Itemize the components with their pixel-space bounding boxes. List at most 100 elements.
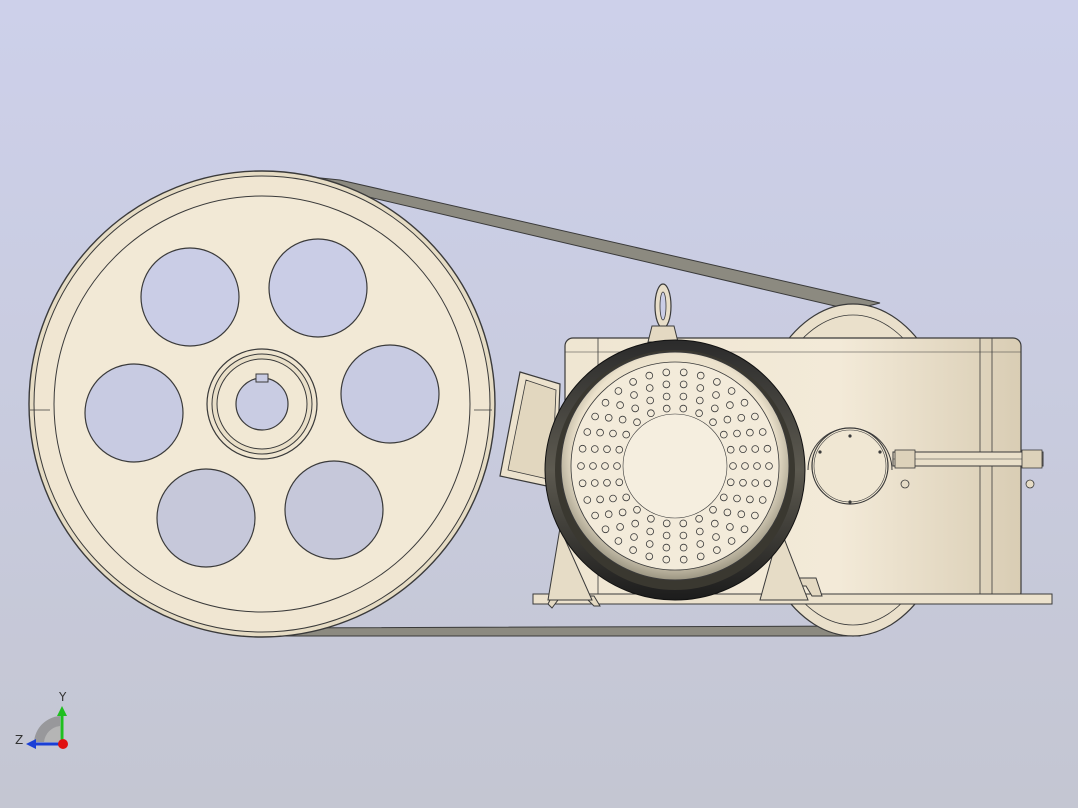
vent-hole bbox=[662, 555, 671, 564]
pulley-spoke-hole bbox=[340, 344, 440, 444]
vent-hole bbox=[726, 445, 735, 454]
vent-hole bbox=[758, 496, 767, 504]
vent-hole bbox=[696, 552, 705, 561]
vent-hole bbox=[763, 479, 772, 488]
vent-hole bbox=[603, 478, 611, 487]
vent-hole bbox=[710, 519, 719, 528]
vent-hole bbox=[583, 496, 592, 504]
vent-hole bbox=[596, 428, 604, 437]
pulley-hub[interactable] bbox=[206, 348, 318, 460]
vent-hole bbox=[646, 527, 654, 536]
vent-hole bbox=[647, 514, 655, 523]
vent-hole bbox=[601, 398, 610, 407]
vent-hole bbox=[618, 508, 627, 517]
vent-hole bbox=[746, 495, 754, 504]
vent-hole bbox=[695, 396, 704, 405]
vent-hole bbox=[739, 445, 747, 454]
view-triad-icon[interactable]: Y Z bbox=[15, 690, 68, 749]
vent-hole bbox=[629, 546, 637, 554]
vent-hole bbox=[615, 478, 624, 487]
vent-hole bbox=[614, 537, 623, 545]
vent-hole bbox=[765, 462, 773, 470]
shaft-bearing-cover[interactable] bbox=[807, 427, 893, 505]
tie-rod[interactable] bbox=[892, 449, 1044, 489]
vent-hole bbox=[679, 404, 688, 413]
pulley-spoke-hole bbox=[284, 460, 384, 560]
fan-vent-holes bbox=[577, 368, 773, 564]
vent-hole bbox=[758, 428, 767, 436]
vent-hole bbox=[645, 552, 654, 561]
vent-hole bbox=[740, 525, 749, 534]
vent-hole bbox=[645, 384, 654, 392]
vent-hole bbox=[710, 404, 719, 413]
vent-hole bbox=[712, 533, 720, 541]
vent-hole bbox=[713, 546, 721, 554]
vent-hole bbox=[616, 401, 624, 409]
vent-hole bbox=[740, 398, 749, 407]
pulley-spoke-hole bbox=[140, 247, 240, 347]
vent-hole bbox=[727, 537, 736, 545]
vent-hole bbox=[615, 445, 624, 454]
vent-hole bbox=[741, 462, 749, 470]
vent-hole bbox=[630, 533, 638, 541]
vent-hole bbox=[712, 391, 720, 399]
vent-hole bbox=[601, 462, 609, 470]
vent-hole bbox=[679, 531, 688, 540]
vent-hole bbox=[709, 418, 717, 427]
vent-hole bbox=[726, 523, 734, 531]
vent-hole bbox=[633, 505, 641, 514]
vent-hole bbox=[616, 523, 624, 531]
motor-fan-cover[interactable] bbox=[544, 339, 806, 601]
vent-hole bbox=[719, 493, 728, 502]
vent-hole bbox=[645, 540, 654, 548]
vent-hole bbox=[696, 384, 705, 392]
vent-hole bbox=[614, 387, 623, 395]
vent-hole bbox=[662, 368, 671, 377]
vent-hole bbox=[613, 462, 621, 470]
vent-hole bbox=[583, 428, 592, 436]
vent-hole bbox=[601, 525, 610, 534]
pulley-spoke-hole bbox=[156, 468, 256, 568]
vent-hole bbox=[679, 555, 688, 564]
motor-support bbox=[547, 526, 809, 601]
vent-hole bbox=[696, 371, 705, 380]
vent-hole bbox=[679, 543, 688, 552]
vent-hole bbox=[662, 380, 671, 389]
vent-hole bbox=[727, 387, 736, 395]
vent-hole bbox=[679, 519, 688, 528]
lifting-eye[interactable] bbox=[647, 283, 679, 343]
vent-hole bbox=[591, 511, 599, 520]
vent-hole bbox=[647, 409, 655, 418]
large-pulley[interactable] bbox=[28, 170, 496, 638]
vent-hole bbox=[578, 444, 587, 453]
vent-hole bbox=[645, 371, 654, 380]
vent-hole bbox=[729, 462, 737, 470]
vent-hole bbox=[719, 430, 728, 439]
vent-hole bbox=[723, 415, 732, 424]
vent-hole bbox=[751, 479, 759, 487]
vent-hole bbox=[578, 479, 587, 488]
vent-hole bbox=[622, 430, 630, 439]
vent-hole bbox=[633, 418, 641, 427]
vent-hole bbox=[751, 511, 759, 520]
vent-hole bbox=[713, 378, 721, 386]
vent-hole bbox=[631, 519, 639, 528]
vent-hole bbox=[577, 462, 585, 470]
triad-y-label: Y bbox=[58, 690, 67, 704]
vent-hole bbox=[695, 514, 703, 523]
vent-hole bbox=[723, 508, 732, 517]
vent-hole bbox=[591, 412, 599, 421]
vent-hole bbox=[662, 519, 671, 528]
vent-hole bbox=[630, 391, 638, 399]
vent-hole bbox=[609, 494, 617, 503]
vent-hole bbox=[737, 510, 746, 519]
vent-hole bbox=[733, 494, 741, 503]
vent-hole bbox=[589, 462, 597, 470]
vent-hole bbox=[618, 415, 627, 424]
vent-hole bbox=[746, 428, 754, 437]
vent-hole bbox=[751, 445, 759, 453]
pulley-spoke-hole bbox=[268, 238, 368, 338]
pulley-spoke-hole bbox=[84, 363, 184, 463]
vent-hole bbox=[679, 380, 688, 389]
